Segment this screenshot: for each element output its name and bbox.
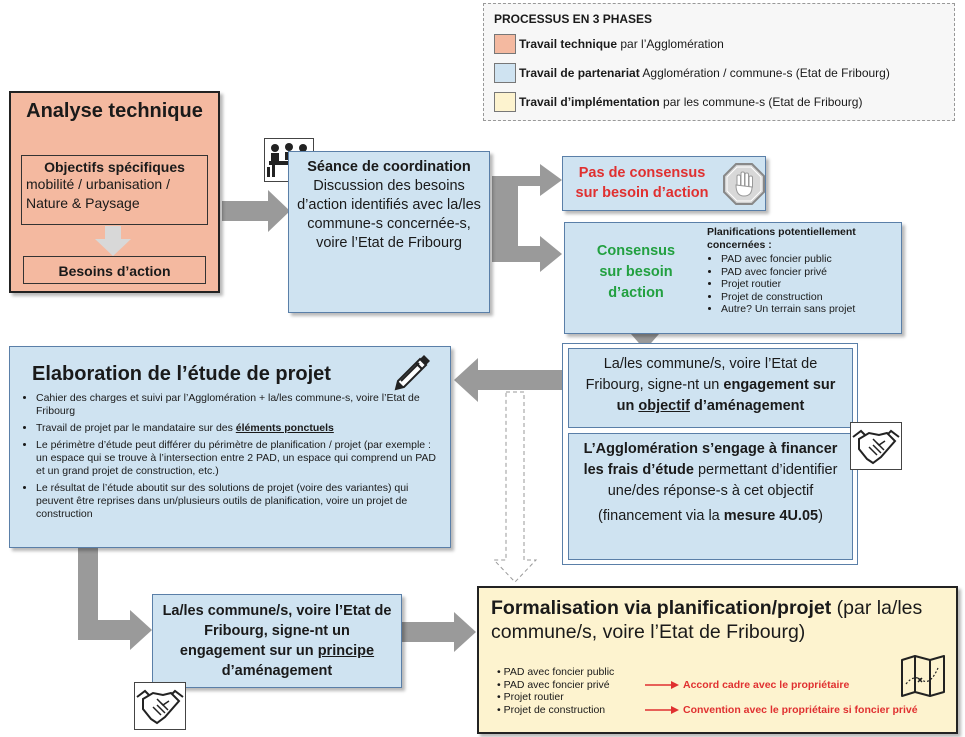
elaboration-bullet-1: Cahier des charges et suivi par l’Agglom…	[36, 392, 420, 417]
legend-item-technique: Travail technique par l’Agglomération	[494, 34, 944, 54]
arrow-to-consensus	[492, 236, 562, 272]
agglo-engage-bold: L’Agglomération s’engage à financer les …	[583, 441, 838, 478]
list-item: Projet de construction	[721, 291, 897, 304]
list-item: • Projet routier	[497, 691, 564, 703]
arrow-fork-stem	[492, 176, 518, 256]
pencil-icon	[394, 355, 430, 391]
arrow-right-red-1	[645, 680, 679, 689]
objectifs-text: mobilité / urbanisation / Nature & Paysa…	[26, 176, 170, 211]
legend-item-implementation: Travail d’implémentation par les commune…	[494, 92, 944, 112]
formalisation-item-1: PAD avec foncier public	[503, 666, 615, 678]
formalisation-item-3: Projet routier	[503, 691, 564, 703]
arrow-elaboration-down	[78, 548, 152, 650]
list-item: Le périmètre d’étude peut différer du pé…	[36, 439, 442, 478]
agglo-financement: (financement via la mesure 4U.05)	[577, 506, 844, 527]
engagement-principe-end: d’aménagement	[221, 663, 333, 679]
list-item: • PAD avec foncier public	[497, 666, 615, 678]
pas-consensus-box: Pas de consensus sur besoin d’action	[562, 156, 766, 211]
handshake-icon	[850, 422, 902, 470]
arrow-analyse-to-seance	[222, 190, 290, 232]
arrow-right-red-2	[645, 705, 679, 714]
list-item: Le résultat de l’étude aboutit sur des s…	[36, 482, 442, 521]
list-item: • PAD avec foncier privé Accord cadre av…	[497, 678, 850, 691]
legend-swatch-technique	[494, 34, 516, 54]
consensus-box: Consensus sur besoin d’action Planificat…	[564, 222, 902, 334]
objectifs-box: Objectifs spécifiques mobilité / urbanis…	[21, 155, 208, 225]
legend-bold-technique: Travail technique	[519, 37, 618, 51]
elaboration-list: Cahier des charges et suivi par l’Agglom…	[18, 392, 442, 521]
arrow-objectifs-to-besoins	[95, 226, 131, 256]
financement-pre: (financement via la	[598, 508, 724, 524]
agglo-engage-text: permettant d’identifier une/des réponse-…	[607, 462, 838, 499]
engagement-objectif-text: La/les commune/s, voire l’Etat de Fribou…	[585, 356, 818, 393]
dashed-arrow-down	[492, 391, 538, 583]
list-item: Autre? Un terrain sans projet	[721, 303, 897, 316]
formalisation-note-2: Convention avec le propriétaire si fonci…	[683, 703, 918, 716]
list-item: Travail de projet par le mandataire sur …	[36, 422, 442, 435]
elaboration-bullet-2: Travail de projet par le mandataire sur …	[36, 422, 236, 434]
formalisation-title-rest: (par la/les commune/s, voire l’Etat de F…	[491, 597, 923, 643]
analyse-technique-box: Analyse technique Objectifs spécifiques …	[9, 91, 220, 293]
elaboration-title: Elaboration de l’étude de projet	[32, 363, 331, 385]
stop-hand-icon	[723, 163, 765, 205]
engagement-objectif-bold-end: d’aménagement	[689, 398, 805, 414]
pas-consensus-text: Pas de consensus sur besoin d’action	[575, 165, 709, 201]
formalisation-item-4: Projet de construction	[503, 703, 606, 716]
formalisation-list: • PAD avec foncier public • PAD avec fon…	[491, 666, 944, 716]
formalisation-title: Formalisation via planification/projet (…	[491, 596, 944, 644]
agglo-engage-box: L’Agglomération s’engage à financer les …	[568, 433, 853, 560]
legend-swatch-implementation	[494, 92, 516, 112]
list-item: PAD avec foncier privé	[721, 266, 897, 279]
objectifs-title: Objectifs spécifiques	[44, 159, 185, 175]
formalisation-note-1: Accord cadre avec le propriétaire	[683, 678, 850, 691]
formalisation-box: Formalisation via planification/projet (…	[477, 586, 958, 734]
seance-title: Séance de coordination	[307, 159, 471, 175]
engagement-principe-underline: principe	[317, 643, 375, 659]
engagement-objectif-box: La/les commune/s, voire l’Etat de Fribou…	[568, 348, 853, 428]
elaboration-bullet-3: Le périmètre d’étude peut différer du pé…	[36, 439, 437, 477]
engagement-principe-box: La/les commune/s, voire l’Etat de Fribou…	[152, 594, 402, 688]
besoins-box: Besoins d’action	[23, 256, 206, 284]
planifications-panel: Planifications potentiellement concernée…	[707, 226, 897, 316]
planifications-list: PAD avec foncier public PAD avec foncier…	[707, 253, 897, 316]
consensus-text: Consensus sur besoin d’action	[596, 243, 676, 301]
engagement-principe-text: La/les commune/s, voire l’Etat de Fribou…	[162, 603, 392, 659]
list-item: Cahier des charges et suivi par l’Agglom…	[36, 392, 442, 418]
legend-swatch-partenariat	[494, 63, 516, 83]
analyse-title: Analyse technique	[26, 100, 203, 122]
formalisation-title-bold: Formalisation via planification/projet	[491, 597, 832, 619]
seance-text: Discussion des besoins d’action identifi…	[297, 178, 481, 251]
elaboration-bullet-2-bold: éléments ponctuels	[235, 422, 334, 434]
planifications-title: Planifications potentiellement concernée…	[707, 226, 856, 251]
seance-coordination-box: Séance de coordination Discussion des be…	[288, 151, 490, 313]
engagement-objectif-underline: objectif	[638, 398, 690, 414]
handshake-icon-bottom	[134, 682, 186, 730]
legend-item-partenariat: Travail de partenariat Agglomération / c…	[494, 63, 944, 83]
legend: PROCESSUS EN 3 PHASES Travail technique …	[483, 3, 955, 121]
arrow-to-pas-consensus	[492, 164, 562, 196]
engagement-objectif-bold: engagement sur un	[616, 377, 836, 414]
financement-post: )	[818, 508, 823, 524]
map-icon	[901, 655, 945, 697]
legend-bold-partenariat: Travail de partenariat	[519, 66, 640, 80]
legend-title: PROCESSUS EN 3 PHASES	[494, 12, 653, 26]
financement-bold: mesure 4U.05	[723, 508, 819, 524]
legend-text-partenariat: Agglomération / commune-s (Etat de Fribo…	[639, 66, 890, 80]
elaboration-box: Elaboration de l’étude de projet Cahier …	[9, 346, 451, 548]
list-item: Projet routier	[721, 278, 897, 291]
elaboration-bullet-4: Le résultat de l’étude aboutit sur des s…	[36, 482, 409, 520]
list-item: • Projet de construction Convention avec…	[497, 703, 918, 716]
formalisation-item-2: PAD avec foncier privé	[503, 678, 610, 691]
arrow-to-elaboration	[454, 358, 566, 402]
list-item: PAD avec foncier public	[721, 253, 897, 266]
legend-text-technique: par l’Agglomération	[617, 37, 724, 51]
arrow-to-formalisation	[402, 612, 476, 652]
legend-text-implementation: par les commune-s (Etat de Fribourg)	[659, 95, 863, 109]
legend-bold-implementation: Travail d’implémentation	[519, 95, 660, 109]
